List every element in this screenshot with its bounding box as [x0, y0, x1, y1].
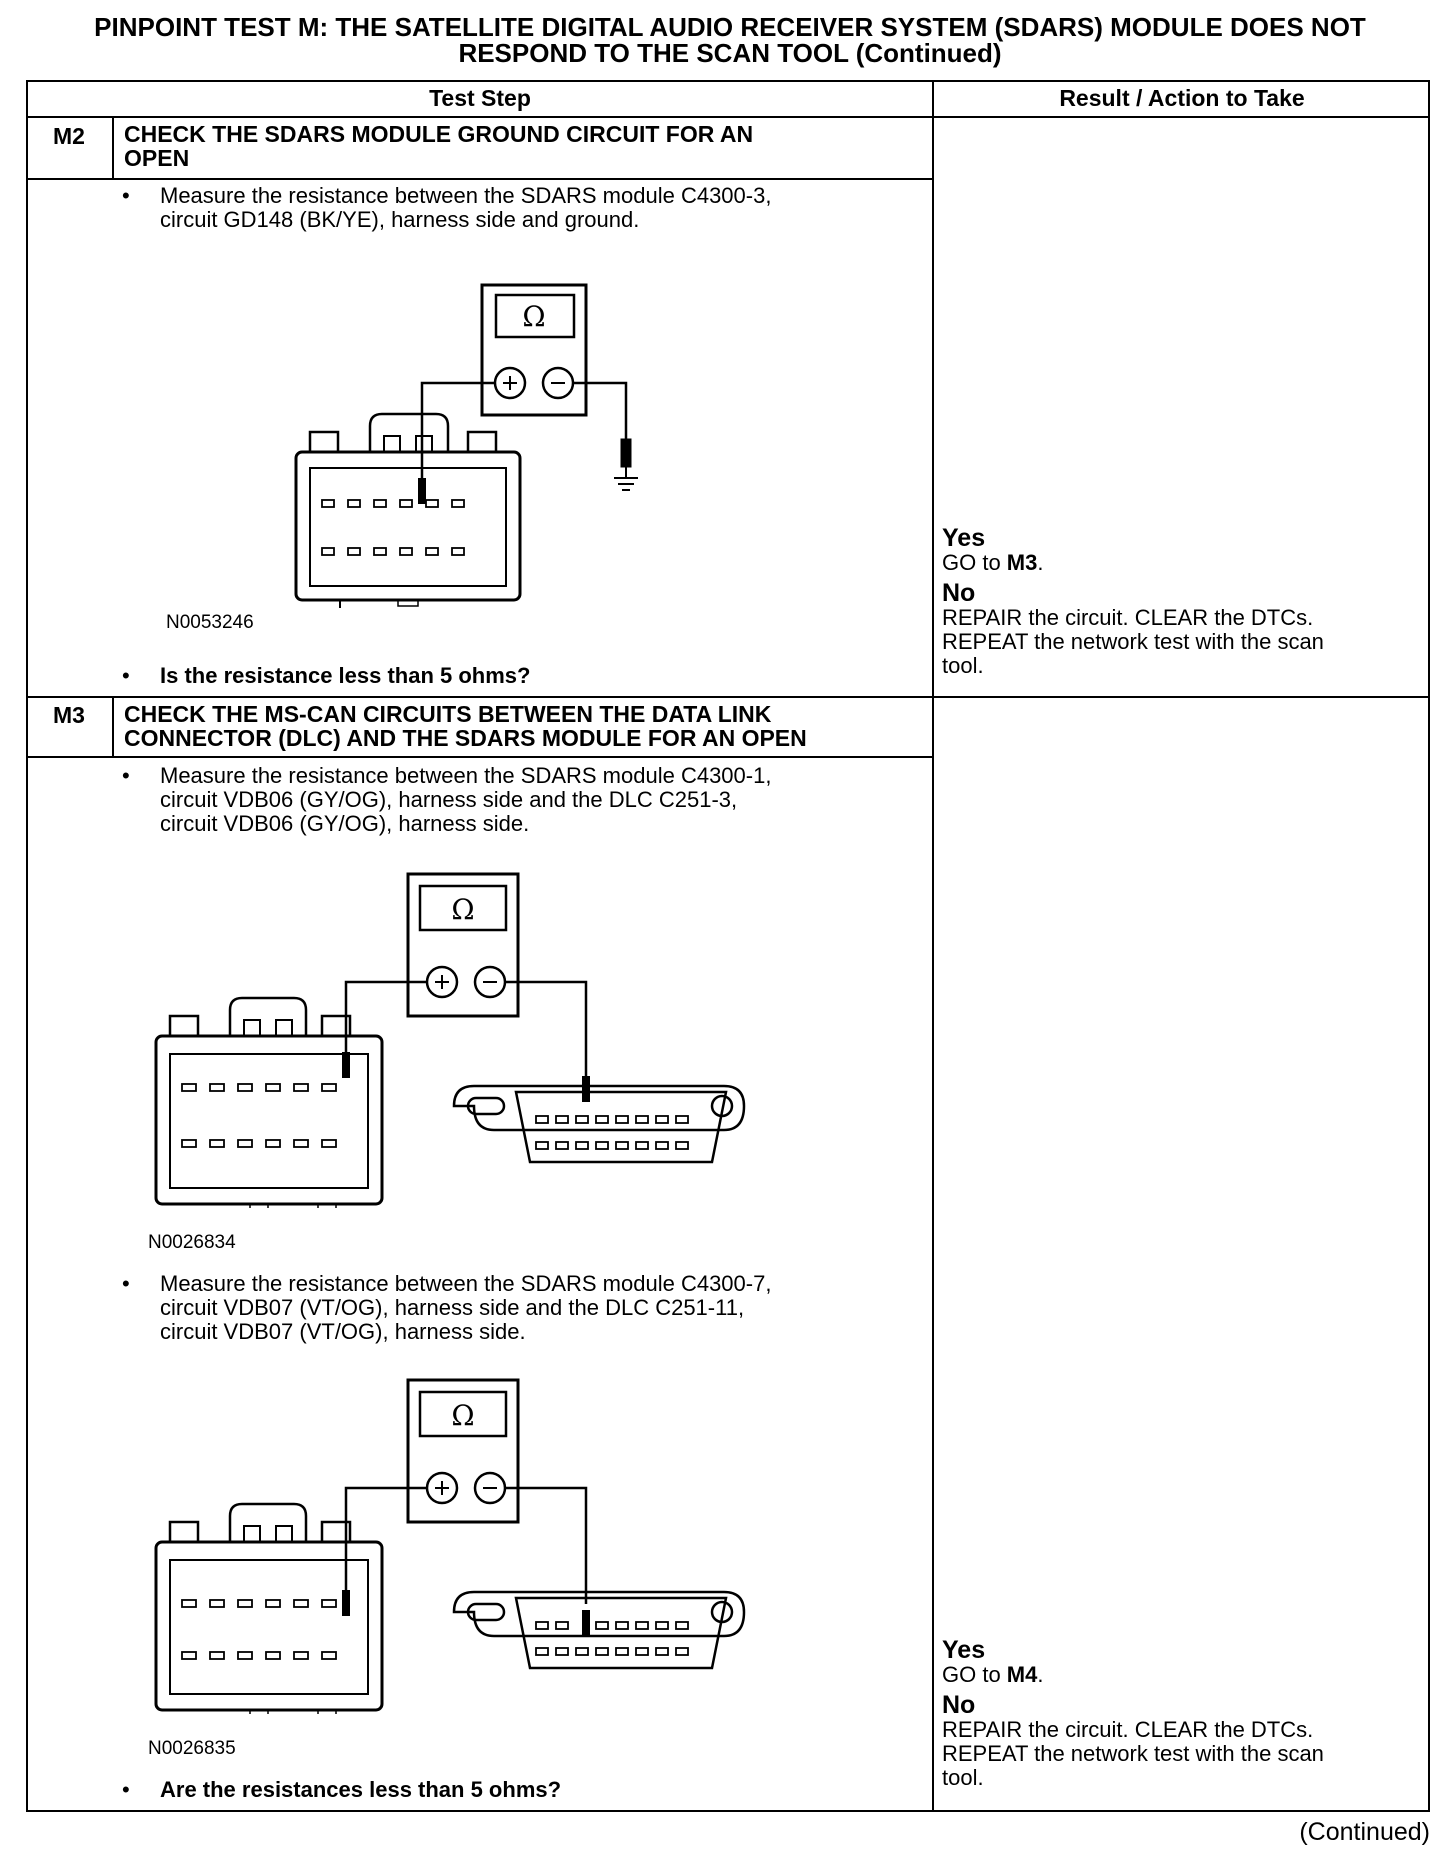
m3-heading: CHECK THE MS-CAN CIRCUITS BETWEEN THE DA…	[124, 702, 807, 750]
m3-step-1-line-3: circuit VDB06 (GY/OG), harness side.	[160, 811, 530, 836]
page-title: PINPOINT TEST M: THE SATELLITE DIGITAL A…	[20, 14, 1440, 66]
m3-vdb07-circuit-diagram: Ω	[154, 1378, 746, 1714]
m2-yes-target: M3	[1006, 550, 1038, 575]
ohm-symbol: Ω	[451, 893, 474, 926]
m3-vdb06-circuit-diagram: Ω	[154, 872, 746, 1208]
bullet: •	[122, 1777, 130, 1802]
m3-yes-prefix: GO to	[942, 1662, 1007, 1687]
m3-step-2-line-1: Measure the resistance between the SDARS…	[160, 1271, 772, 1296]
continued-footer: (Continued)	[1299, 1818, 1430, 1846]
ohmmeter-body	[480, 283, 588, 417]
pinpoint-table	[26, 80, 1430, 1812]
m3-step-1-line-2: circuit VDB06 (GY/OG), harness side and …	[160, 787, 738, 812]
m2-no-line-1: REPAIR the circuit. CLEAR the DTCs.	[942, 605, 1314, 630]
m2-heading: CHECK THE SDARS MODULE GROUND CIRCUIT FO…	[124, 122, 753, 170]
dlc-connector	[452, 1084, 746, 1132]
bullet: •	[122, 183, 130, 208]
sdars-connector	[294, 450, 522, 602]
m3-figure-2-id: N0026835	[148, 1738, 236, 1759]
m3-step-2-line-3: circuit VDB07 (VT/OG), harness side.	[160, 1319, 526, 1344]
m3-step-2: Measure the resistance between the SDARS…	[160, 1272, 771, 1344]
step-id-m2: M2	[53, 123, 85, 149]
m2-no-label: No	[942, 579, 976, 607]
m3-yes-label: Yes	[942, 1636, 986, 1664]
m2-heading-rule	[26, 178, 934, 180]
ohmmeter-display	[494, 293, 576, 339]
m3-yes-target: M4	[1006, 1662, 1038, 1687]
m2-yes-label: Yes	[942, 524, 986, 552]
m2-yes-prefix: GO to	[942, 550, 1007, 575]
m3-heading-line-1: CHECK THE MS-CAN CIRCUITS BETWEEN THE DA…	[124, 701, 772, 727]
m3-yes-suffix: .	[1037, 1662, 1044, 1687]
title-line-1: PINPOINT TEST M: THE SATELLITE DIGITAL A…	[94, 12, 1366, 42]
negative-lead	[573, 381, 628, 445]
m3-question: Are the resistances less than 5 ohms?	[160, 1777, 562, 1802]
m2-yes-action: GO to M3.	[942, 551, 1422, 575]
column-divider	[932, 80, 934, 1812]
bullet: •	[122, 663, 130, 688]
header-rule	[26, 116, 1430, 118]
m3-step-2-line-2: circuit VDB07 (VT/OG), harness side and …	[160, 1295, 745, 1320]
m2-step-1-line-2: circuit GD148 (BK/YE), harness side and …	[160, 207, 640, 232]
step-id-divider-m2	[112, 116, 114, 178]
column-header-result: Result / Action to Take	[1059, 85, 1305, 111]
m2-heading-line-2: OPEN	[124, 145, 190, 171]
m2-heading-line-1: CHECK THE SDARS MODULE GROUND CIRCUIT FO…	[124, 121, 754, 147]
ohm-symbol: Ω	[522, 300, 545, 333]
column-header-test-step: Test Step	[429, 85, 531, 111]
m2-no-line-2: REPEAT the network test with the scan	[942, 629, 1324, 654]
m2-step-1-line-1: Measure the resistance between the SDARS…	[160, 183, 772, 208]
step-id-divider-m3	[112, 696, 114, 756]
m3-heading-line-2: CONNECTOR (DLC) AND THE SDARS MODULE FOR…	[124, 725, 807, 751]
m2-m3-rule	[26, 696, 1430, 698]
m2-no-line-3: tool.	[942, 653, 984, 678]
m2-ground-circuit-diagram: Ω	[294, 283, 638, 608]
m3-heading-rule	[26, 756, 934, 758]
bullet: •	[122, 1271, 130, 1296]
m3-no-label: No	[942, 1691, 976, 1719]
m2-figure-id: N0053246	[166, 612, 254, 633]
m2-result: Yes GO to M3. No REPAIR the circuit. CLE…	[942, 526, 1422, 678]
positive-lead	[420, 381, 495, 485]
step-id-m3: M3	[53, 702, 85, 728]
m3-yes-action: GO to M4.	[942, 1663, 1422, 1687]
m3-no-line-3: tool.	[942, 1765, 984, 1790]
bullet: •	[122, 763, 130, 788]
title-line-2: RESPOND TO THE SCAN TOOL (Continued)	[458, 38, 1002, 68]
m3-figure-1-id: N0026834	[148, 1232, 236, 1253]
m2-yes-suffix: .	[1037, 550, 1044, 575]
m2-question: Is the resistance less than 5 ohms?	[160, 663, 531, 688]
ohm-symbol: Ω	[451, 1399, 474, 1432]
m3-no-line-1: REPAIR the circuit. CLEAR the DTCs.	[942, 1717, 1314, 1742]
m2-step-1: Measure the resistance between the SDARS…	[160, 184, 771, 232]
m3-result: Yes GO to M4. No REPAIR the circuit. CLE…	[942, 1638, 1422, 1790]
m3-no-line-2: REPEAT the network test with the scan	[942, 1741, 1324, 1766]
m3-step-1-line-1: Measure the resistance between the SDARS…	[160, 763, 772, 788]
m3-step-1: Measure the resistance between the SDARS…	[160, 764, 771, 836]
